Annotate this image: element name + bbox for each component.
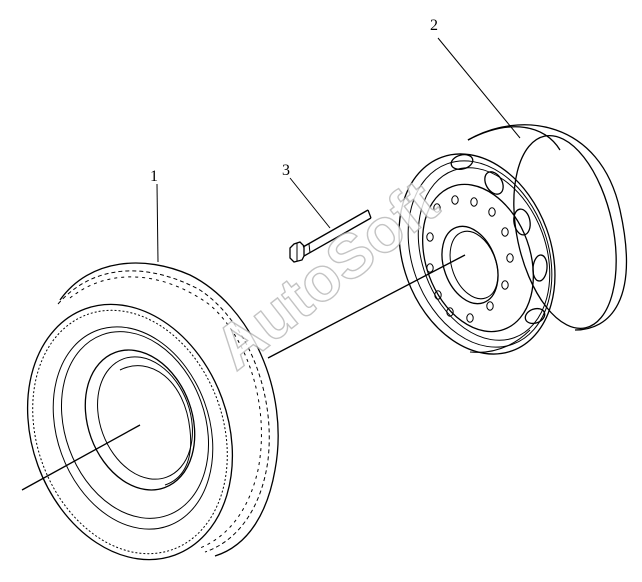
callout-3: 3: [282, 162, 290, 179]
leader-lines: [156, 37, 521, 263]
tire-part: [26, 262, 279, 561]
watermark-text: AutoSoft: [202, 168, 451, 383]
leader-line-1: [156, 183, 159, 263]
leader-line-2: [437, 37, 521, 139]
leader-line-3: [289, 177, 331, 229]
rim-vent-holes: [450, 154, 548, 325]
rim-part: [398, 124, 628, 355]
axle-axis-line: [21, 254, 466, 491]
bolt-part: [289, 209, 372, 263]
callout-1: 1: [150, 168, 158, 185]
callout-2: 2: [430, 17, 438, 34]
rim-stud-holes: [426, 195, 514, 323]
